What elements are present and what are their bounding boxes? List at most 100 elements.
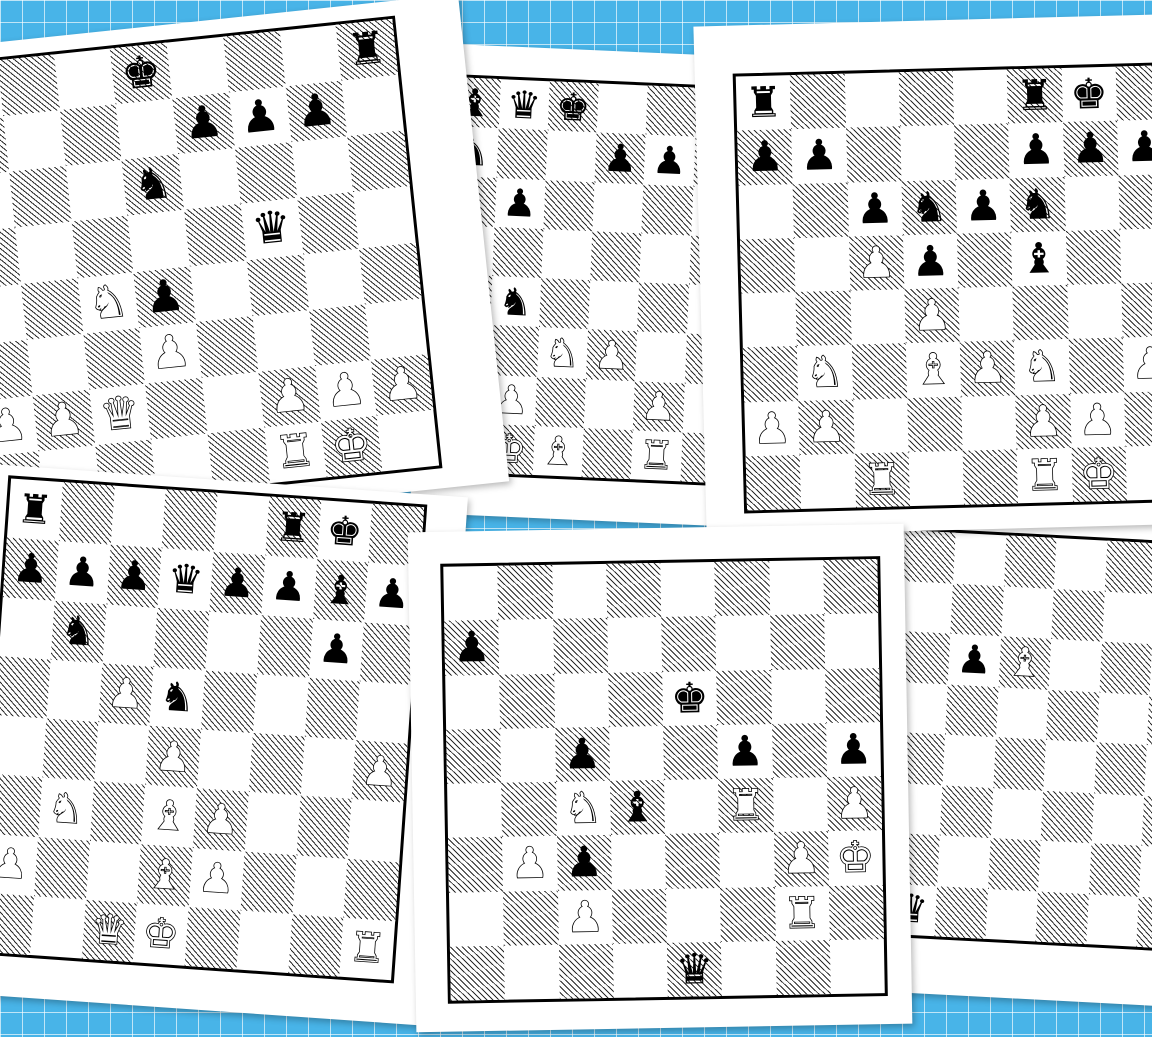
- board-square: [365, 298, 427, 360]
- board-square: [110, 486, 166, 549]
- board-square: [1120, 228, 1152, 284]
- board-square: ♟: [586, 329, 637, 380]
- white-bishop-icon: ♝: [146, 854, 185, 896]
- board-square: [377, 410, 439, 472]
- board-square: [796, 291, 852, 347]
- board-square: [1068, 338, 1124, 394]
- white-pawn-icon: ♟: [857, 241, 896, 284]
- board-square: [213, 493, 269, 556]
- board-square: ♞: [1010, 176, 1066, 232]
- board-square: [26, 334, 88, 396]
- black-pawn-icon: ♟: [453, 626, 491, 669]
- board-square: [937, 835, 990, 888]
- board-square: [9, 166, 71, 228]
- board-square: [249, 733, 305, 796]
- board-square: [739, 184, 795, 240]
- board-square: [498, 619, 553, 674]
- board-square: [553, 618, 608, 673]
- board-square: [499, 673, 554, 728]
- black-pawn-icon: ♟: [602, 139, 638, 178]
- board-square: [823, 559, 878, 614]
- board-square: ♞: [901, 179, 957, 235]
- black-bishop-icon: ♝: [321, 569, 360, 611]
- board-square: [825, 668, 880, 723]
- board-square: ♚: [1071, 446, 1127, 502]
- board-square: [1049, 639, 1102, 692]
- board-square: ♝: [906, 342, 962, 398]
- white-queen-icon: ♛: [90, 910, 129, 952]
- board-square: [15, 222, 77, 284]
- white-rook-icon: ♜: [639, 436, 675, 475]
- white-pawn-icon: ♟: [106, 673, 145, 715]
- board-square: [844, 72, 900, 128]
- black-knight-icon: ♞: [59, 610, 98, 652]
- white-pawn-icon: ♟: [835, 782, 873, 825]
- board-square: [543, 180, 594, 231]
- board-square: [85, 840, 141, 903]
- board-square: ♟: [1008, 122, 1064, 178]
- board-square: ♟: [737, 129, 793, 185]
- board-square: ♟: [32, 389, 94, 451]
- black-pawn-icon: ♟: [956, 640, 993, 681]
- board-square: [639, 233, 690, 284]
- board-square: [359, 242, 421, 304]
- board-square: [348, 799, 404, 862]
- board-square: [116, 98, 178, 160]
- board-square: [851, 343, 907, 399]
- diagram-card-bottom-right: ♛♟♝♞♟♟♟♛♝♚: [888, 507, 1152, 1007]
- black-queen-icon: ♛: [250, 205, 294, 253]
- white-rook-icon: ♜: [727, 784, 765, 827]
- black-pawn-icon: ♟: [294, 88, 338, 136]
- board-square: ♜: [1007, 68, 1063, 124]
- board-square: ♛: [498, 79, 549, 130]
- board-square: [348, 131, 410, 193]
- board-square: [303, 248, 365, 310]
- white-pawn-icon: ♟: [201, 799, 240, 841]
- diagram-card-top-left: ♚♜♟♟♟♟♞♛♞♟♟♟♟♛♟♟♟♜♚: [0, 0, 509, 536]
- board-square: [128, 210, 190, 272]
- white-pawn-icon: ♟: [1147, 852, 1152, 893]
- board-square: [253, 674, 309, 737]
- board-square: [498, 565, 553, 620]
- board-square: ♚: [133, 903, 189, 966]
- board-square: ♟: [258, 366, 320, 428]
- white-pawn-icon: ♟: [594, 335, 630, 374]
- board-square: ♟: [189, 848, 245, 911]
- board-square: ♟: [193, 788, 249, 851]
- white-knight-icon: ♞: [806, 351, 845, 394]
- diagram-card-top-right: ♜♜♚♟♟♟♟♟♟♞♟♞♟♟♝♟♞♝♟♞♟♟♟♟♟♜♜♚: [693, 14, 1152, 537]
- board-square: [1041, 790, 1094, 843]
- board-square: [963, 449, 1019, 505]
- board-square: [500, 728, 555, 783]
- board-square: [0, 656, 50, 719]
- board-square: [743, 346, 799, 402]
- board-square: ♟: [1063, 121, 1119, 177]
- board-square: [360, 622, 416, 685]
- board-square: [166, 37, 228, 99]
- black-rook-icon: ♜: [274, 507, 313, 549]
- board-square: ♞: [50, 600, 106, 663]
- white-rook-icon: ♜: [273, 428, 317, 476]
- board-square: [1043, 740, 1096, 793]
- board-square: [202, 372, 264, 434]
- board-square: [900, 581, 953, 634]
- board-square: ♟: [948, 634, 1001, 687]
- white-pawn-icon: ♟: [197, 858, 236, 900]
- board-square: [0, 715, 46, 778]
- board-square: [741, 292, 797, 348]
- white-pawn-icon: ♟: [154, 736, 193, 778]
- board-square: ♜: [264, 421, 326, 483]
- white-king-icon: ♚: [142, 913, 181, 955]
- board-square: [1054, 538, 1107, 591]
- board-square: ♟: [54, 541, 110, 604]
- board-square: [961, 395, 1017, 451]
- board-square: ♟: [1070, 392, 1126, 448]
- white-queen-icon: ♛: [98, 390, 142, 438]
- board-square: [554, 672, 609, 727]
- board-square: [1102, 591, 1152, 644]
- board-square: ♟: [556, 835, 611, 890]
- board-square: ♞: [149, 667, 205, 730]
- board-square: [288, 914, 344, 977]
- board-square: ♞: [38, 778, 94, 841]
- board-square: [342, 75, 404, 137]
